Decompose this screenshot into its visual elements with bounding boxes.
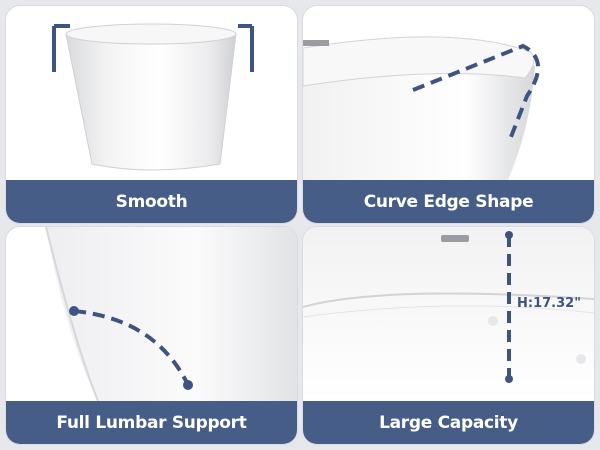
marker-dot — [505, 375, 513, 383]
caption-curve-edge: Curve Edge Shape — [363, 191, 534, 212]
caption-smooth: Smooth — [115, 191, 188, 212]
marker-dot — [69, 306, 79, 316]
caption-lumbar: Full Lumbar Support — [56, 412, 247, 433]
caption-bar: Full Lumbar Support — [6, 401, 297, 444]
feature-panel-smooth: Smooth — [6, 6, 297, 223]
tub-smooth-image — [52, 23, 254, 171]
feature-panel-curve-edge: Curve Edge Shape — [303, 6, 594, 223]
caption-capacity: Large Capacity — [379, 412, 518, 433]
tub-capacity-image: H:17.32" — [303, 227, 594, 401]
tub-lumbar-image — [45, 227, 297, 401]
corner-marker-right — [238, 24, 254, 72]
curve-edge-marker — [412, 43, 541, 143]
corner-marker-left — [52, 24, 70, 72]
marker-dot — [505, 231, 513, 239]
overflow-drain — [441, 235, 469, 242]
height-dimension-label: H:17.32" — [517, 296, 581, 311]
feature-panel-lumbar: Full Lumbar Support — [6, 227, 297, 444]
overflow-drain — [303, 40, 329, 46]
marker-dot — [183, 380, 193, 390]
caption-bar: Smooth — [6, 180, 297, 223]
caption-bar: Large Capacity — [303, 401, 594, 444]
tub-curve-edge-image — [303, 36, 541, 180]
caption-bar: Curve Edge Shape — [303, 180, 594, 223]
feature-panel-capacity: H:17.32" Large Capacity — [303, 227, 594, 444]
